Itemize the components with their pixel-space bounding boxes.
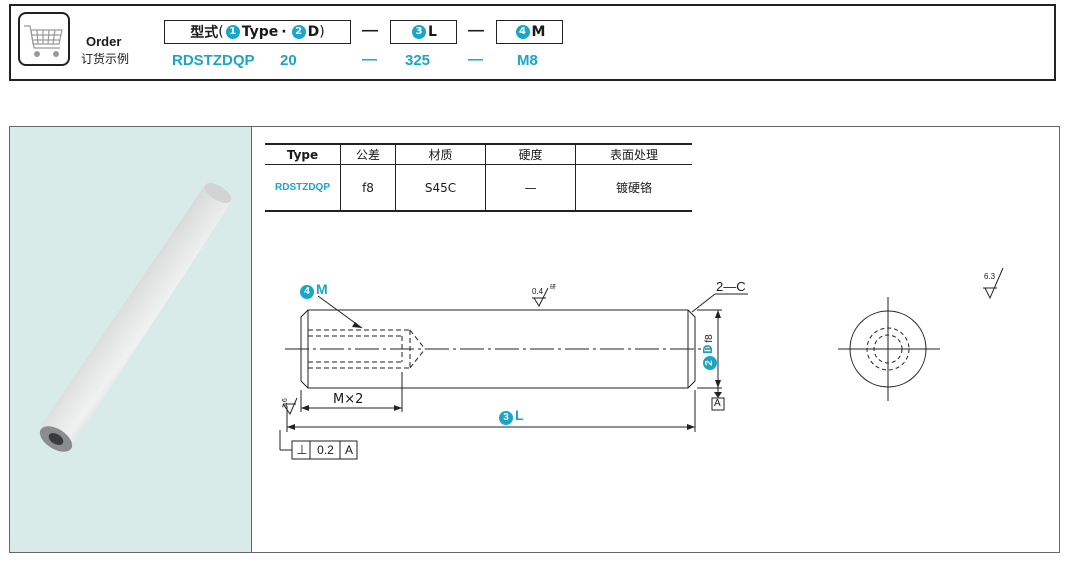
value-dash-2: — xyxy=(468,51,483,68)
drawing-m-text: M xyxy=(316,281,328,297)
roughness-face: 1.6 xyxy=(282,398,289,408)
drawing-badge-2: 2 xyxy=(703,356,717,370)
cell-surface: 镀硬铬 xyxy=(575,164,692,212)
cell-hardness: — xyxy=(485,164,576,212)
datum-a-label: A xyxy=(714,398,721,409)
badge-2: 2 xyxy=(291,25,306,39)
header-m-box: 4 M xyxy=(496,20,563,44)
header-type-d-box: 型式 ( 1 Type · 2 D ) xyxy=(164,20,351,44)
badge-1: 1 xyxy=(225,25,240,39)
drawing-d-tolerance: f8 xyxy=(704,334,715,343)
col-tolerance: 公差 xyxy=(340,143,396,165)
shopping-cart-icon xyxy=(18,12,70,66)
drawing-badge-3: 3 xyxy=(499,411,513,425)
col-surface: 表面处理 xyxy=(575,143,692,165)
shaft-photo-image xyxy=(39,183,232,452)
cell-tolerance: f8 xyxy=(340,164,396,212)
header-dot: · xyxy=(281,24,287,40)
header-d-label: D xyxy=(307,24,320,40)
roughness-general: 6.3 xyxy=(984,272,996,281)
order-subtitle: 订货示例 xyxy=(81,52,130,66)
drawing-d-text: D xyxy=(700,344,715,354)
dimension-d-label: 2 Df8 xyxy=(700,334,717,372)
order-example-box xyxy=(9,4,1056,81)
value-type: RDSTZDQP xyxy=(172,52,255,69)
cell-material: S45C xyxy=(395,164,486,212)
header-dash-1: — xyxy=(362,22,378,39)
value-d: 20 xyxy=(280,52,297,69)
roughness-main: 0.4 xyxy=(532,287,544,296)
roughness-main-note: 研 xyxy=(550,285,557,291)
spec-header-row: Type 公差 材质 硬度 表面处理 xyxy=(265,143,692,165)
perpendicularity-symbol: ⊥ xyxy=(296,442,308,457)
header-l-label: L xyxy=(428,24,437,40)
col-hardness: 硬度 xyxy=(485,143,576,165)
header-dash-2: — xyxy=(468,22,484,39)
drawing-l-text: L xyxy=(515,407,524,423)
chamfer-label: 2—C xyxy=(716,279,746,294)
value-l: 325 xyxy=(405,52,431,69)
drawing-badge-4: 4 xyxy=(300,285,314,299)
table-row: RDSTZDQP f8 S45C — 镀硬铬 xyxy=(265,164,692,212)
header-type-text: 型式 xyxy=(190,25,219,41)
badge-3: 3 xyxy=(412,25,427,39)
order-title: Order xyxy=(86,34,122,49)
header-l-box: 3 L xyxy=(390,20,457,44)
badge-4: 4 xyxy=(515,25,530,39)
cell-type: RDSTZDQP xyxy=(265,164,341,212)
value-m: M8 xyxy=(517,52,538,69)
product-photo-panel xyxy=(10,127,252,552)
header-type-label: Type xyxy=(241,24,279,40)
perpendicularity-datum: A xyxy=(344,443,353,457)
product-panel xyxy=(9,126,1060,553)
value-dash-1: — xyxy=(362,51,377,68)
header-m-label: M xyxy=(531,24,546,40)
col-material: 材质 xyxy=(395,143,486,165)
spec-table: Type 公差 材质 硬度 表面处理 RDSTZDQP f8 S45C — 镀硬… xyxy=(265,143,692,212)
dimension-mx2: M×2 xyxy=(333,392,364,407)
col-type: Type xyxy=(265,143,341,165)
perpendicularity-value: 0.2 xyxy=(317,443,334,457)
